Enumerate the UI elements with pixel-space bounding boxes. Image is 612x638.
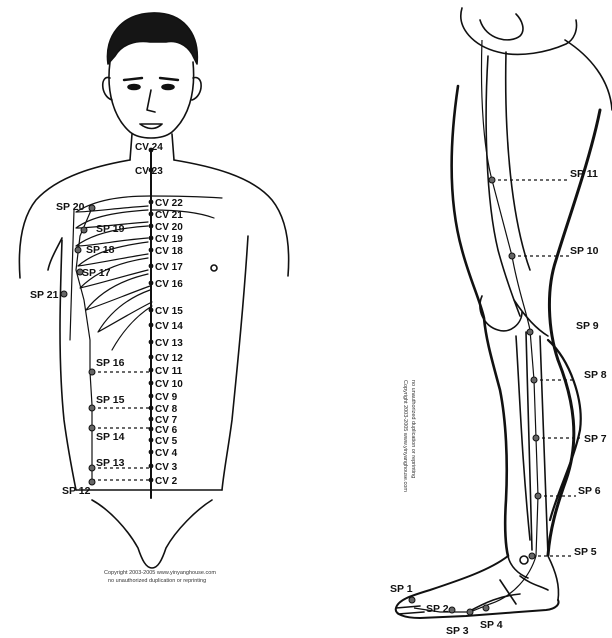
sp17-label: SP 17 — [82, 267, 111, 279]
cv18-label: CV 18 — [155, 246, 183, 257]
hair — [107, 13, 197, 64]
sp19-label: SP 19 — [96, 223, 125, 235]
cv12-label: CV 12 — [155, 353, 183, 364]
sp3-label: SP 3 — [446, 625, 469, 637]
cv14-label: CV 14 — [155, 321, 183, 332]
cv2-label: CV 2 — [155, 476, 178, 487]
cv24-label: CV 24 — [135, 142, 163, 153]
torso-copyright-line2: no unauthorized duplication or reprintin… — [108, 578, 206, 584]
thigh-front — [452, 86, 508, 556]
leg-sp-labels: SP 11 SP 10 SP 9 SP 8 SP 7 SP 6 SP 5 SP … — [390, 168, 607, 637]
cv21-label: CV 21 — [155, 210, 183, 221]
leg-figure — [396, 8, 612, 618]
cv16-label: CV 16 — [155, 279, 183, 290]
cv17-label: CV 17 — [155, 262, 183, 273]
sp5-label: SP 5 — [574, 546, 597, 558]
torso-figure — [19, 13, 288, 568]
cv15-label: CV 15 — [155, 306, 183, 317]
cv20-label: CV 20 — [155, 222, 183, 233]
leg-sp-channel — [414, 40, 580, 612]
cv6-label: CV 6 — [155, 425, 178, 436]
sp15-label: SP 15 — [96, 394, 125, 406]
sp2-label: SP 2 — [426, 603, 449, 615]
face — [109, 62, 194, 138]
sp18-label: SP 18 — [86, 244, 115, 256]
cv10-label: CV 10 — [155, 379, 183, 390]
cv5-label: CV 5 — [155, 436, 178, 447]
torso-copyright-line1: Copyright 2003-2005 www.yinyanghouse.com — [104, 570, 216, 576]
cv13-label: CV 13 — [155, 338, 183, 349]
sp16-label: SP 16 — [96, 357, 125, 369]
cv9-label: CV 9 — [155, 392, 178, 403]
sp8-label: SP 8 — [584, 369, 607, 381]
sp1-label: SP 1 — [390, 583, 413, 595]
cv19-label: CV 19 — [155, 234, 183, 245]
cv11-label: CV 11 — [155, 366, 183, 377]
sp4-label: SP 4 — [480, 619, 503, 631]
sp11-label: SP 11 — [570, 168, 598, 180]
cv23-label: CV 23 — [135, 166, 163, 177]
sp21-label: SP 21 — [30, 289, 59, 301]
cv4-label: CV 4 — [155, 448, 178, 459]
leg-copyright-line2: no unauthorized duplication or reprintin… — [410, 380, 416, 478]
sp7-label: SP 7 — [584, 433, 607, 445]
sp9-label: SP 9 — [576, 320, 599, 332]
right-shoulder — [174, 160, 289, 276]
cv22-label: CV 22 — [155, 198, 183, 209]
sp13-label: SP 13 — [96, 457, 125, 469]
sp20-label: SP 20 — [56, 201, 85, 213]
cv-labels: CV 24 CV 23 CV 22 CV 21 CV 20 CV 19 CV 1… — [135, 142, 183, 487]
cv3-label: CV 3 — [155, 462, 178, 473]
sp6-label: SP 6 — [578, 485, 601, 497]
leg-copyright-line1: Copyright 2003-2005 www.yinyanghouse.com — [402, 380, 408, 492]
cv8-label: CV 8 — [155, 404, 178, 415]
sp10-label: SP 10 — [570, 245, 599, 257]
sp14-label: SP 14 — [96, 431, 125, 443]
sp12-label: SP 12 — [62, 485, 91, 497]
